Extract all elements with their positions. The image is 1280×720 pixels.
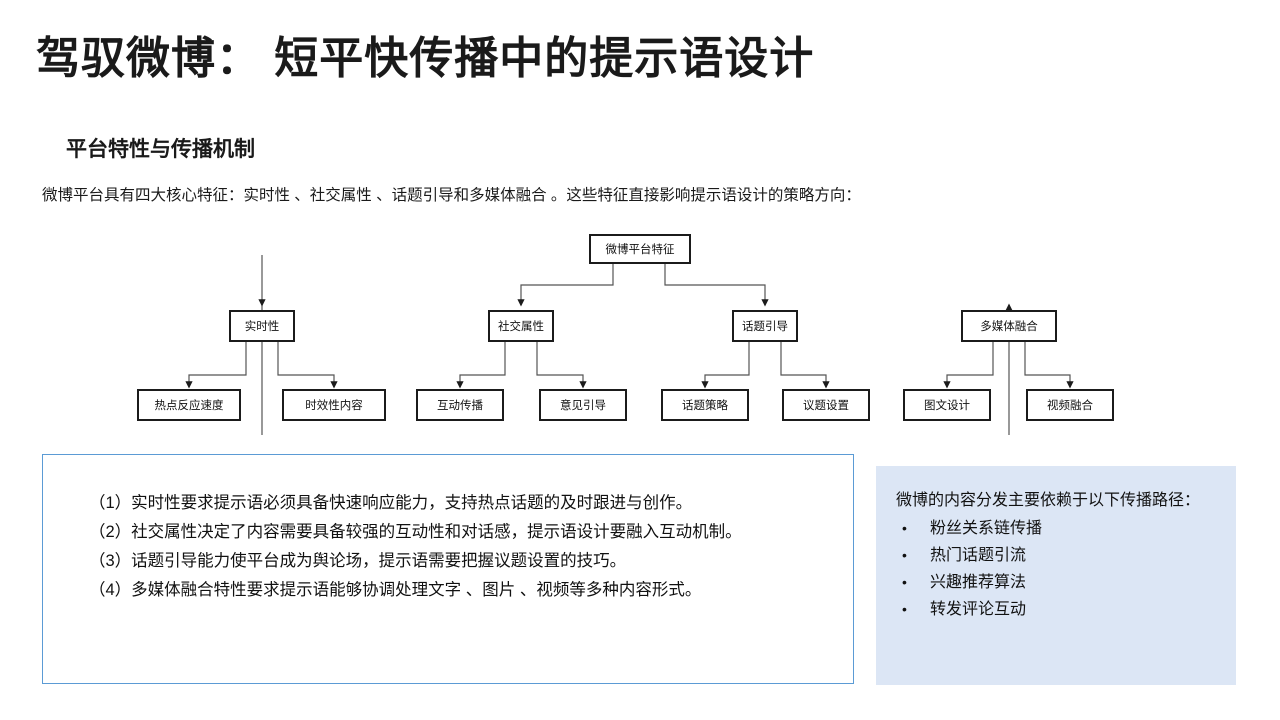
node-leaf-timeliness[interactable]: 时效性内容 — [282, 389, 386, 421]
node-leaf-label: 意见引导 — [560, 398, 606, 412]
side-panel-intro: 微博的内容分发主要依赖于以下传播路径： — [896, 492, 1201, 509]
node-topic[interactable]: 话题引导 — [732, 310, 798, 342]
bullet-icon: • — [902, 547, 907, 563]
node-leaf-graphic[interactable]: 图文设计 — [903, 389, 991, 421]
edge-social-to-opinion — [536, 341, 587, 389]
edge-realtime-to-timeliness — [277, 341, 338, 389]
node-realtime-label: 实时性 — [245, 319, 280, 333]
node-root-label: 微博平台特征 — [606, 242, 675, 256]
list-item: • 转发评论互动 — [896, 596, 1216, 623]
node-leaf-video[interactable]: 视频融合 — [1026, 389, 1114, 421]
node-leaf-label: 互动传播 — [437, 398, 483, 412]
list-item: • 热门话题引流 — [896, 542, 1216, 569]
note-line: （4）多媒体融合特性要求提示语能够协调处理文字 、图片 、视频等多种内容形式。 — [89, 581, 702, 599]
node-leaf-strategy[interactable]: 话题策略 — [661, 389, 749, 421]
list-item: • 粉丝关系链传播 — [896, 515, 1216, 542]
node-leaf-label: 热点反应速度 — [155, 398, 224, 412]
list-item-label: 转发评论互动 — [930, 601, 1027, 618]
node-leaf-label: 话题策略 — [682, 398, 728, 412]
node-social-label: 社交属性 — [498, 319, 544, 333]
node-topic-label: 话题引导 — [742, 319, 788, 333]
note-line: （3）话题引导能力使平台成为舆论场，提示语需要把握议题设置的技巧。 — [89, 552, 627, 570]
bullet-icon: • — [902, 601, 907, 617]
section-heading: 平台特性与传播机制 — [66, 138, 255, 161]
list-item-label: 兴趣推荐算法 — [930, 574, 1027, 591]
edge-root-to-media — [1005, 303, 1013, 435]
edge-root-to-realtime — [258, 255, 266, 435]
edge-social-to-interaction — [456, 341, 506, 389]
node-leaf-label: 时效性内容 — [305, 398, 363, 412]
node-realtime[interactable]: 实时性 — [229, 310, 295, 342]
edge-topic-to-strategy — [701, 341, 750, 389]
distribution-paths-panel: 微博的内容分发主要依赖于以下传播路径： • 粉丝关系链传播 • 热门话题引流 •… — [876, 466, 1236, 685]
node-leaf-label: 议题设置 — [803, 399, 849, 412]
node-leaf-label: 图文设计 — [924, 398, 970, 412]
edge-topic-to-agenda — [780, 341, 830, 389]
edge-realtime-to-hotspeed — [185, 341, 247, 389]
edge-media-to-graphic — [943, 341, 994, 389]
bullet-icon: • — [902, 574, 907, 590]
analysis-note-box: （1）实时性要求提示语必须具备快速响应能力，支持热点话题的及时跟进与创作。 （2… — [42, 454, 854, 684]
note-line: （2）社交属性决定了内容需要具备较强的互动性和对话感，提示语设计要融入互动机制。 — [89, 523, 742, 541]
list-item: • 兴趣推荐算法 — [896, 569, 1216, 596]
edge-media-to-video — [1024, 341, 1074, 389]
list-item-label: 热门话题引流 — [930, 547, 1027, 564]
bullet-icon: • — [902, 520, 907, 536]
node-leaf-interaction[interactable]: 互动传播 — [416, 389, 504, 421]
node-social[interactable]: 社交属性 — [488, 310, 554, 342]
node-leaf-label: 视频融合 — [1047, 398, 1093, 412]
node-leaf-agenda[interactable]: 议题设置 — [782, 389, 870, 421]
feature-tree-diagram: 微博平台特征 实时性 社交属性 话题引导 多媒体融合 热点 — [0, 225, 1280, 435]
node-media[interactable]: 多媒体融合 — [961, 310, 1057, 342]
node-leaf-opinion[interactable]: 意见引导 — [539, 389, 627, 421]
page-title: 驾驭微博： 短平快传播中的提示语设计 — [36, 34, 815, 83]
node-leaf-hotspeed[interactable]: 热点反应速度 — [137, 389, 241, 421]
note-line: （1）实时性要求提示语必须具备快速响应能力，支持热点话题的及时跟进与创作。 — [89, 494, 693, 512]
node-root[interactable]: 微博平台特征 — [589, 234, 691, 264]
list-item-label: 粉丝关系链传播 — [930, 520, 1043, 537]
intro-paragraph: 微博平台具有四大核心特征：实时性 、社交属性 、话题引导和多媒体融合 。这些特征… — [42, 187, 861, 204]
node-media-label: 多媒体融合 — [980, 319, 1038, 333]
edge-root-to-social — [517, 263, 614, 307]
distribution-paths-list: • 粉丝关系链传播 • 热门话题引流 • 兴趣推荐算法 • 转发评论互动 — [896, 515, 1216, 623]
edge-root-to-topic — [664, 263, 769, 307]
